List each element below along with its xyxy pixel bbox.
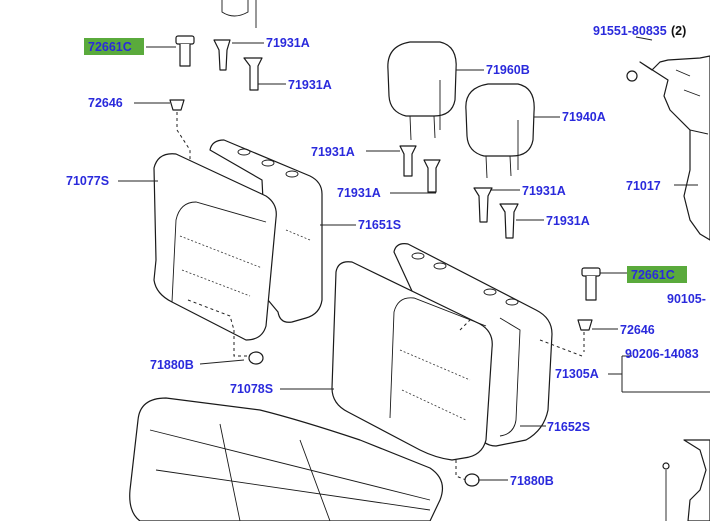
dash-line-71880b-bottom bbox=[455, 460, 467, 481]
seatback-cover-71077s bbox=[153, 153, 277, 341]
seat-cushion bbox=[129, 397, 443, 521]
pin-71931a-pair-right bbox=[473, 187, 519, 239]
label-71931a-5[interactable]: 71931A bbox=[522, 184, 566, 198]
clip-71880b-bottom bbox=[464, 473, 480, 487]
headrest-71940a bbox=[465, 83, 535, 179]
clip-pin-72661c-top bbox=[175, 35, 195, 67]
label-71880b-bottom[interactable]: 71880B bbox=[510, 474, 554, 488]
label-71305a[interactable]: 71305A bbox=[555, 367, 599, 381]
label-71651s[interactable]: 71651S bbox=[358, 218, 401, 232]
highlight-72661c-top bbox=[84, 38, 144, 55]
label-91551-qty: (2) bbox=[671, 24, 686, 38]
label-71931a-3[interactable]: 71931A bbox=[311, 145, 355, 159]
label-72646-top[interactable]: 72646 bbox=[88, 96, 123, 110]
label-71931a-4[interactable]: 71931A bbox=[337, 186, 381, 200]
headrest-71960b bbox=[387, 41, 457, 141]
label-71931a-2[interactable]: 71931A bbox=[288, 78, 332, 92]
clip-pin-72661c-right bbox=[581, 267, 601, 301]
label-71960b[interactable]: 71960B bbox=[486, 63, 530, 77]
top-hinge-bracket bbox=[221, 0, 257, 28]
leader-lines bbox=[118, 36, 710, 481]
label-90105[interactable]: 90105- bbox=[667, 292, 706, 306]
label-72661c-top[interactable]: 72661C bbox=[88, 40, 132, 54]
pin-71931a-pair-top bbox=[213, 39, 263, 91]
label-71078s[interactable]: 71078S bbox=[230, 382, 273, 396]
pin-71931a-pair-middle bbox=[399, 145, 441, 193]
clip-72646-top bbox=[169, 99, 185, 111]
label-71931a-1[interactable]: 71931A bbox=[266, 36, 310, 50]
label-71931a-6[interactable]: 71931A bbox=[546, 214, 590, 228]
label-72646-right[interactable]: 72646 bbox=[620, 323, 655, 337]
label-71017[interactable]: 71017 bbox=[626, 179, 661, 193]
label-71077s[interactable]: 71077S bbox=[66, 174, 109, 188]
clip-71880b-left bbox=[248, 351, 264, 365]
clip-72646-right bbox=[577, 319, 593, 331]
seat-frame-71017 bbox=[626, 55, 710, 241]
label-71880b-left[interactable]: 71880B bbox=[150, 358, 194, 372]
label-91551[interactable]: 91551-80835 bbox=[593, 24, 667, 38]
seatback-cover-71078s bbox=[331, 261, 583, 461]
bracket-bottom-right bbox=[662, 439, 710, 521]
label-72661c-right[interactable]: 72661C bbox=[631, 268, 675, 282]
label-90206[interactable]: 90206-14083 bbox=[625, 347, 699, 361]
label-71940a[interactable]: 71940A bbox=[562, 110, 606, 124]
dash-line-72646-top bbox=[176, 112, 191, 160]
dash-line-71880b-left bbox=[233, 330, 248, 357]
label-71652s[interactable]: 71652S bbox=[547, 420, 590, 434]
highlight-72661c-right bbox=[627, 266, 687, 283]
